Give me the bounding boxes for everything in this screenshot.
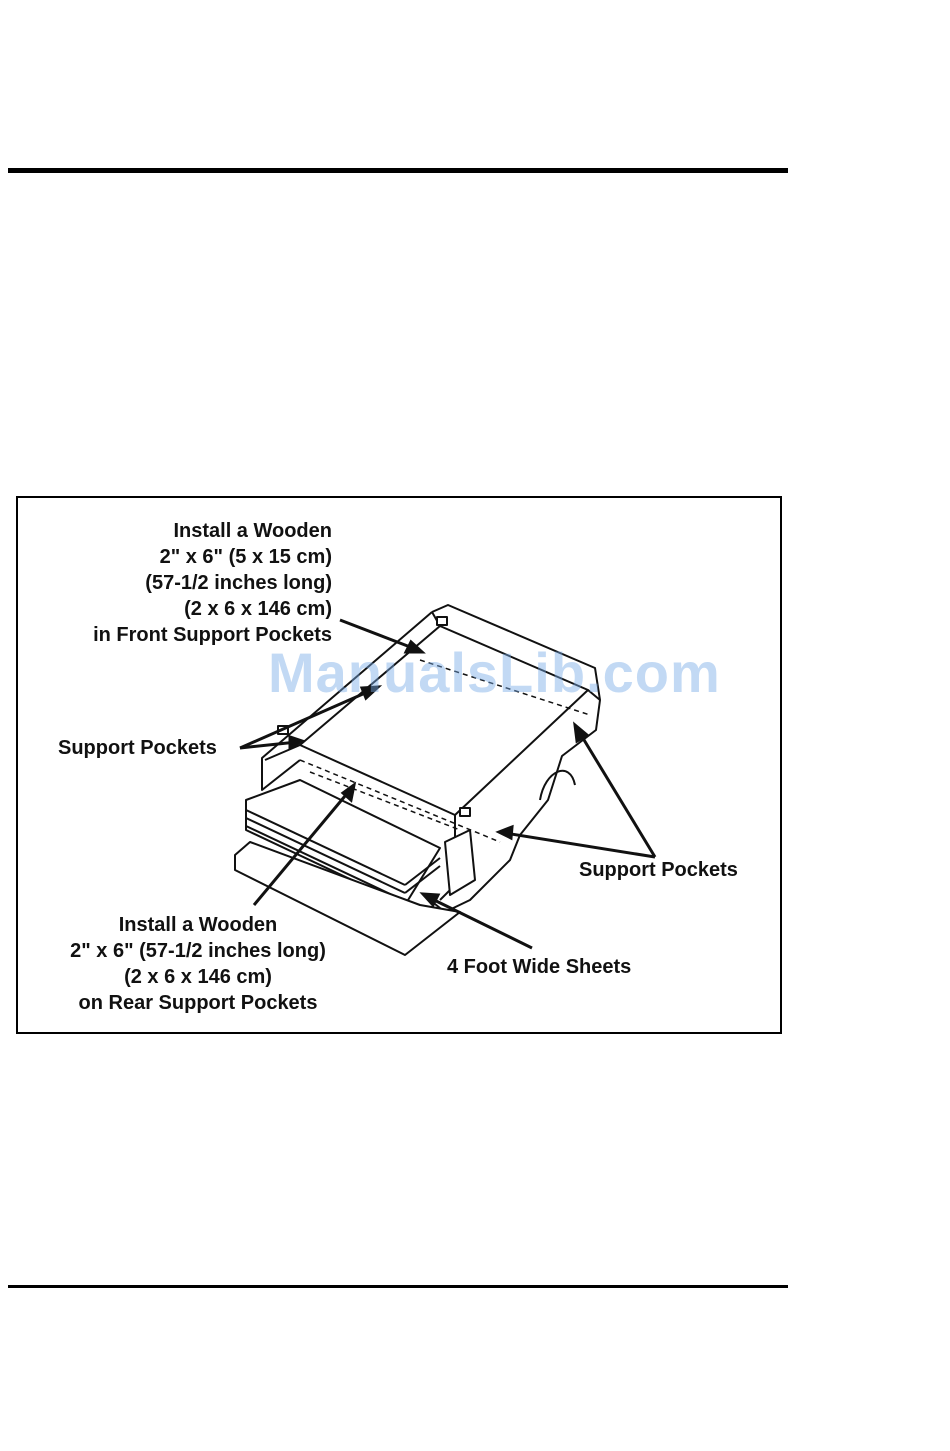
rear-callout-line: 2" x 6" (57-1/2 inches long): [48, 938, 348, 964]
support-pockets-left-label: Support Pockets: [58, 735, 217, 761]
rear-callout-line: Install a Wooden: [48, 912, 348, 938]
front-callout-line: (57-1/2 inches long): [52, 570, 332, 596]
rear-callout-line: (2 x 6 x 146 cm): [48, 964, 348, 990]
front-callout-line: Install a Wooden: [52, 518, 332, 544]
sheets-label: 4 Foot Wide Sheets: [447, 954, 631, 980]
bottom-rule: [8, 1285, 788, 1288]
watermark: ManualsLib.com: [268, 640, 721, 705]
front-callout-line: 2" x 6" (5 x 15 cm): [52, 544, 332, 570]
front-callout-line: (2 x 6 x 146 cm): [52, 596, 332, 622]
rear-callout-line: on Rear Support Pockets: [48, 990, 348, 1016]
rear-pocket-callout: Install a Wooden 2" x 6" (57-1/2 inches …: [48, 912, 348, 1016]
front-pocket-callout: Install a Wooden 2" x 6" (5 x 15 cm) (57…: [52, 518, 332, 648]
support-pockets-right-label: Support Pockets: [579, 857, 738, 883]
